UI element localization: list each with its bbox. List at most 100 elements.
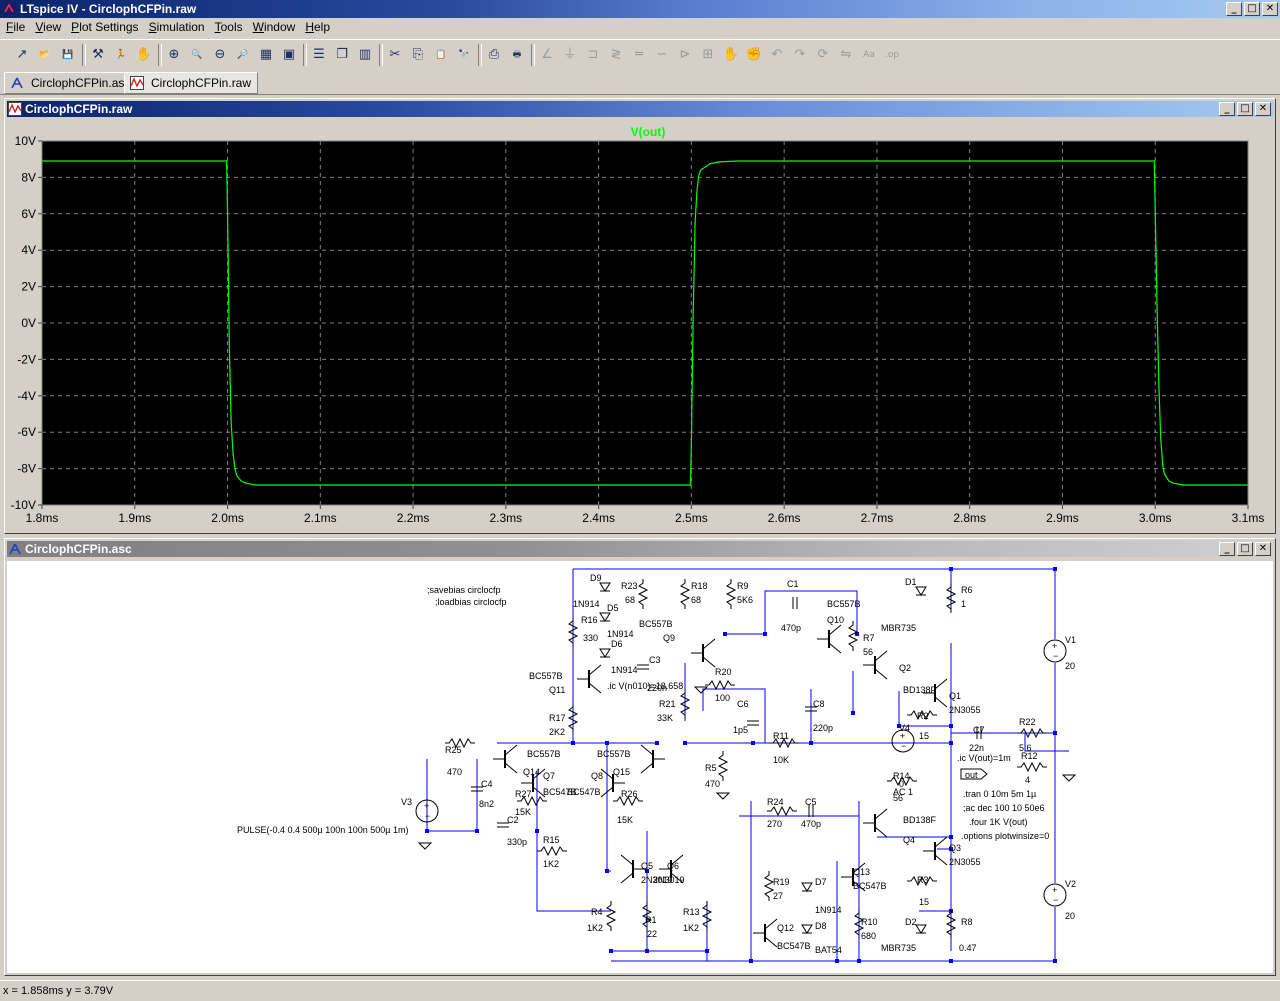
resistor-r6[interactable]: [945, 583, 957, 613]
zoom-extents-icon[interactable]: ▣: [282, 47, 296, 62]
resistor-r27[interactable]: [517, 795, 547, 807]
capacitor-c3[interactable]: [637, 664, 649, 670]
run-icon[interactable]: 🏃: [115, 50, 127, 60]
resistor-r5[interactable]: [717, 751, 729, 781]
menu-view[interactable]: View: [29, 18, 65, 38]
halt-icon[interactable]: ✋: [135, 47, 153, 62]
copy-icon[interactable]: ⎘: [412, 47, 424, 62]
inductor-icon[interactable]: ∽: [656, 47, 668, 62]
resistor-r13[interactable]: [701, 901, 713, 931]
schematic-maximize-button[interactable]: □: [1237, 542, 1253, 556]
resistor-r20[interactable]: [705, 679, 735, 691]
transistor-q3[interactable]: [923, 836, 948, 866]
capacitor-c7[interactable]: [976, 727, 982, 739]
resistor-r1[interactable]: [641, 901, 653, 931]
transistor-q11[interactable]: [577, 664, 602, 694]
transistor-q4[interactable]: [863, 808, 888, 838]
resistor-r14[interactable]: [887, 775, 917, 787]
print-setup-icon[interactable]: ⎙: [488, 47, 500, 62]
resistor-r22[interactable]: [1017, 727, 1047, 739]
wire-icon[interactable]: ∠: [541, 47, 553, 62]
menu-file[interactable]: File: [0, 18, 29, 38]
capacitor-c2[interactable]: [497, 822, 509, 828]
resistor-r11[interactable]: [769, 737, 799, 749]
zoom-out-icon[interactable]: ⊖: [214, 47, 226, 62]
trace-v-out[interactable]: [42, 160, 1248, 486]
capacitor-c8[interactable]: [805, 706, 817, 712]
resistor-r15[interactable]: [537, 845, 567, 857]
transistor-q9[interactable]: [691, 638, 716, 668]
resistor-r10[interactable]: [853, 909, 865, 939]
resistor-r8[interactable]: [945, 909, 957, 939]
schematic-close-button[interactable]: ✕: [1255, 542, 1271, 556]
new-schematic-icon[interactable]: ↗: [16, 47, 28, 62]
print-icon[interactable]: 🖶: [512, 50, 522, 60]
transistor-q10[interactable]: [817, 624, 842, 654]
waveform-window-title-bar[interactable]: CirclophCFPin.raw _ □ ✕: [7, 101, 1273, 117]
resistor-icon[interactable]: ≷: [610, 47, 622, 62]
transistor-q7[interactable]: [521, 768, 546, 798]
capacitor-c1[interactable]: [792, 597, 798, 609]
diode-d8[interactable]: [801, 924, 813, 934]
menu-window[interactable]: Window: [247, 18, 300, 38]
resistor-r12[interactable]: [1017, 761, 1047, 773]
resistor-r21[interactable]: [679, 689, 691, 719]
zoom-fit-icon[interactable]: 🔎: [237, 50, 249, 60]
transistor-q6[interactable]: [659, 854, 684, 884]
transistor-q2[interactable]: [863, 650, 888, 680]
resistor-r4[interactable]: [605, 901, 617, 931]
capacitor-c4[interactable]: [471, 786, 483, 792]
diode-d9[interactable]: [599, 582, 611, 592]
resistor-r16[interactable]: [567, 617, 579, 647]
transistor-q5[interactable]: [620, 854, 645, 884]
component-icon[interactable]: ⊞: [702, 47, 714, 62]
transistor-q13[interactable]: [841, 862, 866, 892]
cascade-icon[interactable]: ❐: [336, 47, 348, 62]
voltage-source-v1[interactable]: [1043, 639, 1067, 663]
mirror-icon[interactable]: ⇋: [840, 47, 852, 62]
voltage-source-v2[interactable]: [1043, 883, 1067, 907]
diode-d2[interactable]: [915, 924, 927, 934]
transistor-q15[interactable]: [640, 744, 665, 774]
resistor-r18[interactable]: [679, 579, 691, 609]
autoscale-icon[interactable]: ▦: [259, 47, 273, 62]
transistor-q8[interactable]: [600, 768, 625, 798]
find-icon[interactable]: 🔭: [458, 50, 470, 60]
trace-label[interactable]: V(out): [631, 125, 666, 139]
tile-horizontal-icon[interactable]: ☰: [313, 47, 325, 62]
cut-icon[interactable]: ✂: [389, 47, 401, 62]
redo-icon[interactable]: ↷: [794, 47, 806, 62]
tab-waveform[interactable]: CirclophCFPin.raw: [124, 72, 259, 94]
resistor-r3[interactable]: [907, 875, 937, 887]
capacitor-c5[interactable]: [808, 805, 814, 817]
diode-d1[interactable]: [915, 586, 927, 596]
menu-tools[interactable]: Tools: [209, 18, 247, 38]
spice-directive-icon[interactable]: .op: [884, 50, 900, 60]
voltage-source-v3[interactable]: [415, 799, 439, 823]
waveform-minimize-button[interactable]: _: [1219, 102, 1235, 116]
resistor-r25[interactable]: [445, 737, 475, 749]
menu-simulation[interactable]: Simulation: [143, 18, 209, 38]
capacitor-icon[interactable]: ═: [635, 47, 643, 62]
resistor-r19[interactable]: [763, 871, 775, 901]
diode-icon[interactable]: ⊳: [679, 47, 691, 62]
paste-icon[interactable]: 📋: [435, 50, 447, 60]
resistor-r2[interactable]: [907, 709, 937, 721]
diode-d6[interactable]: [599, 648, 611, 658]
tile-vertical-icon[interactable]: ▥: [358, 47, 372, 62]
save-icon[interactable]: 💾: [62, 50, 74, 60]
menu-plot-settings[interactable]: Plot Settings: [65, 18, 142, 38]
control-panel-icon[interactable]: ⚒: [92, 47, 104, 62]
ground-icon[interactable]: ⏚: [563, 47, 577, 62]
resistor-r26[interactable]: [613, 795, 643, 807]
waveform-close-button[interactable]: ✕: [1255, 102, 1271, 116]
transistor-q1[interactable]: [923, 678, 948, 708]
transistor-q12[interactable]: [753, 918, 778, 948]
menu-help[interactable]: Help: [299, 18, 334, 38]
minimize-button[interactable]: _: [1226, 2, 1242, 16]
open-icon[interactable]: 📂: [39, 50, 51, 60]
zoom-in-icon[interactable]: ⊕: [168, 47, 180, 62]
